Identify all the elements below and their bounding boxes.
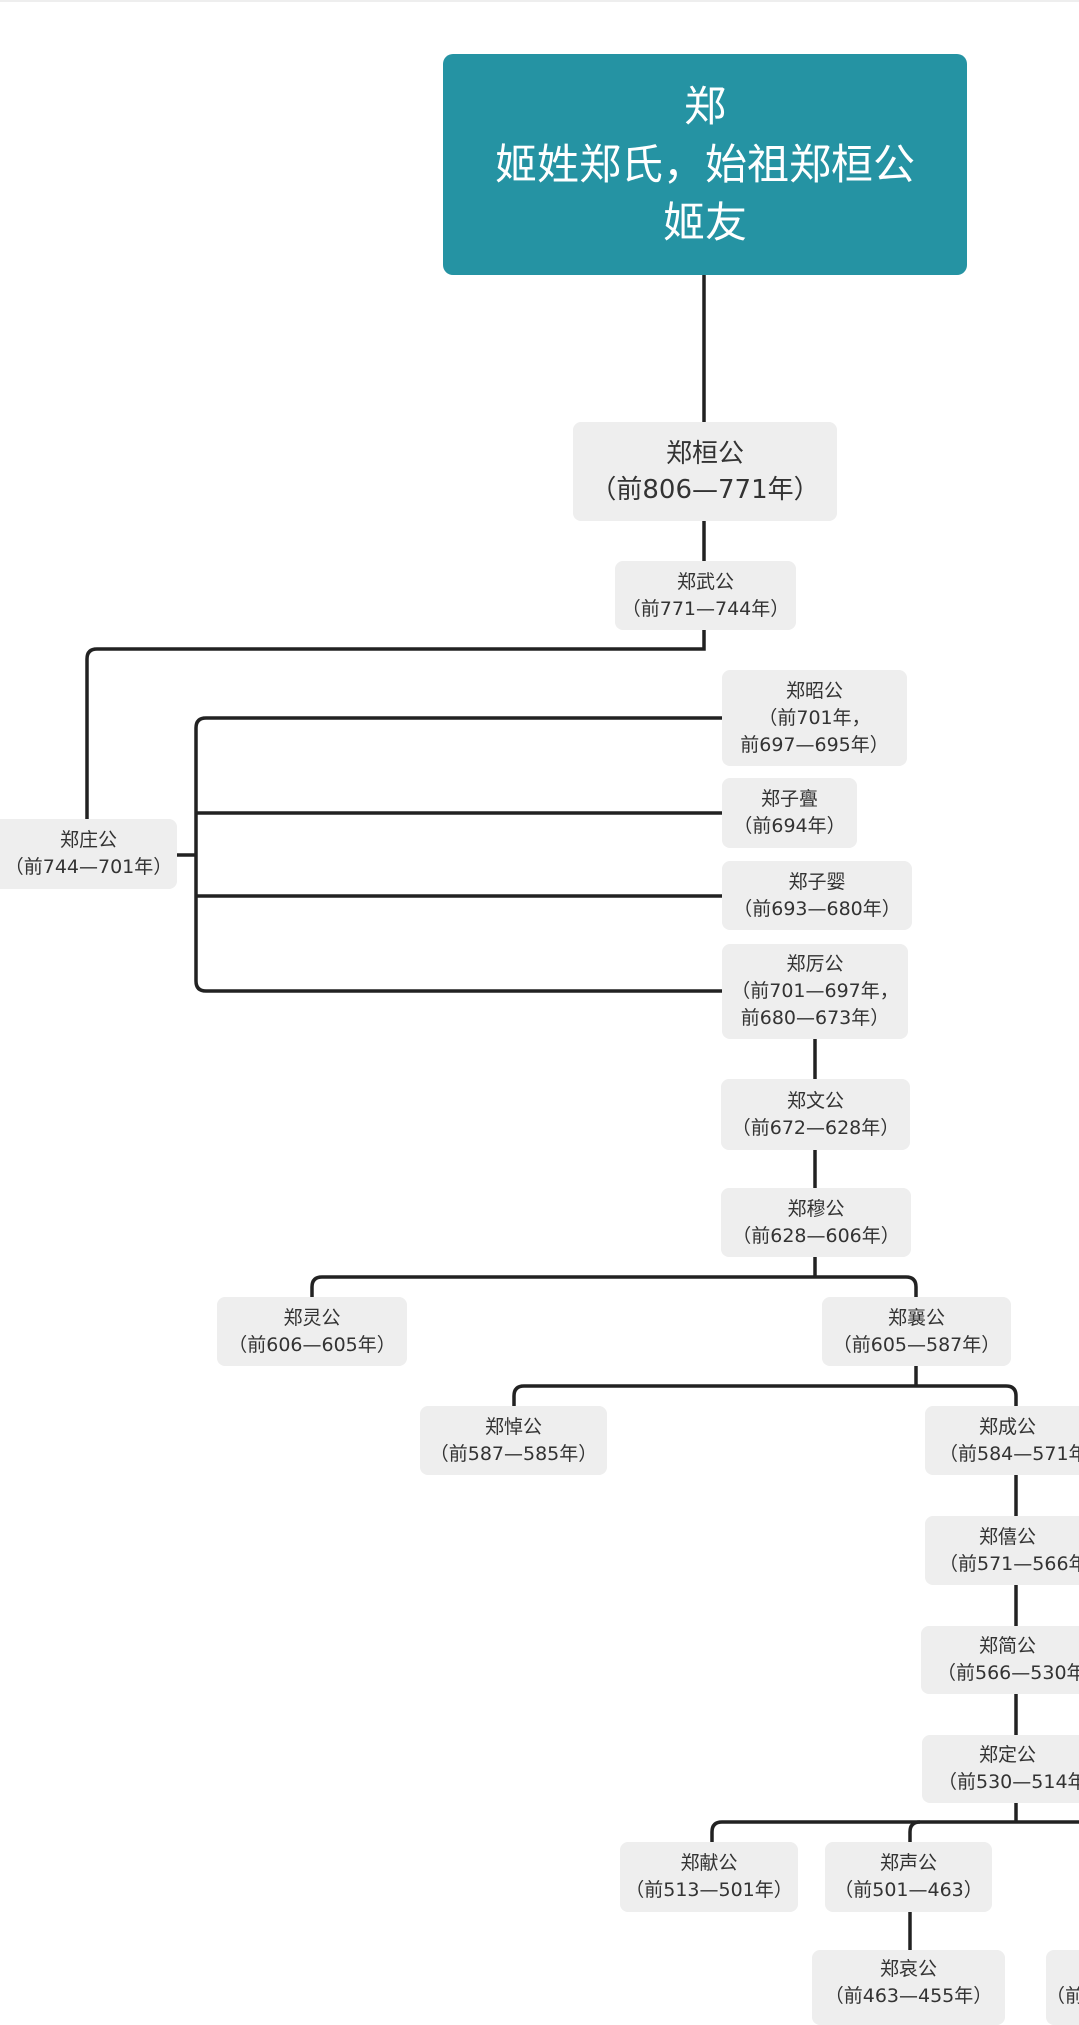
node-years: （前587—585年） xyxy=(429,1442,598,1465)
node-cheng[interactable]: 郑成公 （前584—571年 xyxy=(925,1406,1079,1475)
node-name: 郑襄公 xyxy=(887,1306,945,1329)
node-years: （前693—680年） xyxy=(733,897,901,920)
node-partial[interactable]: （前 xyxy=(1046,1950,1079,2025)
connector xyxy=(85,630,706,819)
node-xi[interactable]: 郑僖公 （前571—566年 xyxy=(925,1516,1079,1585)
node-sheng[interactable]: 郑声公 （前501—463） xyxy=(825,1842,992,1912)
node-ziying[interactable]: 郑子婴 （前693—680年） xyxy=(722,861,912,930)
node-years: （前701年， xyxy=(758,706,871,729)
node-name: 郑献公 xyxy=(680,1852,738,1874)
node-years: （前806—771年） xyxy=(590,474,820,505)
node-name: 郑声公 xyxy=(879,1852,937,1874)
node-xian[interactable]: 郑献公 （前513—501年） xyxy=(620,1842,798,1912)
connector xyxy=(908,1820,921,1842)
node-years: （前606—605年） xyxy=(228,1333,396,1356)
node-name: 郑灵公 xyxy=(283,1306,341,1329)
node-zhao[interactable]: 郑昭公 （前701年， 前697—695年） xyxy=(722,670,907,766)
node-years: （前628—606年） xyxy=(732,1224,900,1247)
node-wen[interactable]: 郑文公 （前672—628年） xyxy=(721,1079,910,1150)
node-years-2: 前680—673年） xyxy=(740,1007,890,1029)
node-xiang[interactable]: 郑襄公 （前605—587年） xyxy=(822,1297,1011,1366)
node-name: 郑昭公 xyxy=(785,679,843,702)
node-years: （前771—744年） xyxy=(621,597,790,620)
node-years: （前566—530年 xyxy=(937,1662,1079,1684)
node-name: 郑厉公 xyxy=(786,953,844,975)
node-ai[interactable]: 郑哀公 （前463—455年） xyxy=(812,1950,1005,2025)
connector xyxy=(710,1820,1079,1842)
node-years: （前744—701年） xyxy=(4,856,173,878)
node-zhuang[interactable]: 郑庄公 （前744—701年） xyxy=(0,819,177,889)
node-years-2: 前697—695年） xyxy=(740,733,889,756)
node-years: （前513—501年） xyxy=(625,1879,793,1901)
node-wu[interactable]: 郑武公 （前771—744年） xyxy=(615,561,796,630)
root-title: 郑 xyxy=(683,81,726,131)
root-subtitle: 姬姓郑氏，始祖郑桓公 xyxy=(494,139,915,189)
node-name: 郑哀公 xyxy=(879,1958,937,1980)
connector xyxy=(512,1384,1018,1406)
node-name: 郑庄公 xyxy=(59,829,117,851)
node-dao[interactable]: 郑悼公 （前587—585年） xyxy=(420,1406,607,1475)
node-huan[interactable]: 郑桓公 （前806—771年） xyxy=(573,422,837,521)
node-ling[interactable]: 郑灵公 （前606—605年） xyxy=(217,1297,407,1366)
connector xyxy=(194,716,722,993)
node-ding[interactable]: 郑定公 （前530—514年 xyxy=(922,1735,1079,1803)
node-years: （前501—463） xyxy=(834,1879,983,1901)
node-years: （前571—566年 xyxy=(939,1552,1079,1575)
node-name: 郑子亹 xyxy=(760,788,818,810)
node-years: （前 xyxy=(1046,1985,1079,2007)
root-node-zheng[interactable]: 郑 姬姓郑氏，始祖郑桓公 姬友 xyxy=(443,54,967,275)
node-ziwei[interactable]: 郑子亹 （前694年） xyxy=(722,778,857,848)
node-mu[interactable]: 郑穆公 （前628—606年） xyxy=(721,1188,911,1257)
node-jian[interactable]: 郑简公 （前566—530年 xyxy=(921,1626,1079,1694)
node-years: （前701—697年， xyxy=(731,980,899,1002)
node-name: 郑成公 xyxy=(979,1415,1037,1438)
node-years: （前672—628年） xyxy=(731,1116,900,1139)
node-years: （前605—587年） xyxy=(832,1333,1001,1356)
node-name: 郑子婴 xyxy=(788,870,846,893)
node-name: 郑文公 xyxy=(786,1089,844,1112)
node-years: （前530—514年 xyxy=(938,1771,1079,1793)
node-years: （前463—455年） xyxy=(824,1985,993,2007)
root-founder: 姬友 xyxy=(662,197,747,247)
node-name: 郑僖公 xyxy=(979,1525,1037,1548)
node-name: 郑定公 xyxy=(979,1744,1037,1766)
node-name: 郑悼公 xyxy=(484,1415,542,1438)
top-divider xyxy=(0,0,1079,2)
node-name: 郑武公 xyxy=(676,570,734,593)
node-years: （前584—571年 xyxy=(939,1442,1079,1465)
node-name: 郑简公 xyxy=(979,1635,1037,1657)
node-li[interactable]: 郑厉公 （前701—697年， 前680—673年） xyxy=(722,944,908,1039)
node-name: 郑桓公 xyxy=(665,438,744,469)
node-name: 郑穆公 xyxy=(787,1197,845,1220)
node-years: （前694年） xyxy=(733,815,846,837)
connector xyxy=(310,1275,918,1297)
